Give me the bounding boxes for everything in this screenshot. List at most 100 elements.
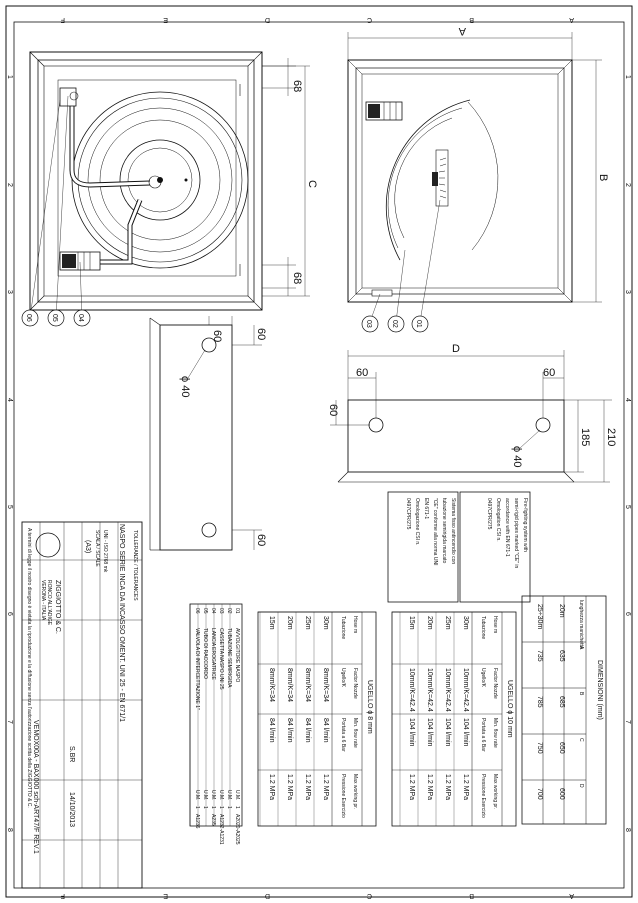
border-number-right: 2 xyxy=(624,183,631,187)
callout-02: 02 xyxy=(391,320,398,328)
dimensions-table-cell: 735 xyxy=(536,650,543,662)
ugello8-cell: 8mm/K=34 xyxy=(322,668,329,702)
dim-phi40-side: ϕ 40 xyxy=(179,376,191,397)
parts-cell: 04 xyxy=(210,608,216,614)
parts-cell: A1236 xyxy=(194,814,200,829)
dimensions-table-cell: 635 xyxy=(558,650,565,662)
parts-cell: CASSETTA NASPO UNI 25 xyxy=(218,628,224,690)
ugello8-cell: 8mm/K=34 xyxy=(304,668,311,702)
note-line-it: tubazione semirigida marcato xyxy=(441,498,447,564)
dim-60-side-right: 60 xyxy=(255,328,267,340)
parts-cell: U.M. xyxy=(202,790,208,801)
parts-cell: U.M. xyxy=(194,790,200,801)
note-line-en: accordance with EN 671-1 xyxy=(504,498,510,557)
norm-label: UNI - ISO 2768 mk xyxy=(102,530,108,573)
border-letter-bottom: E xyxy=(163,892,168,899)
dim-60-top-left: 60 xyxy=(356,367,368,379)
ugello10-cell: 10mm/K=42.4 xyxy=(426,668,433,712)
parts-cell: 03 xyxy=(218,608,224,614)
border-number-right: 8 xyxy=(624,828,631,832)
ugello10-cell: 1.2 MPa xyxy=(408,774,415,800)
note-line-en: 0497CPR/275 xyxy=(486,498,492,530)
ugello10-cell: 104 l/min xyxy=(408,718,415,747)
callout-03: 03 xyxy=(365,320,372,328)
callout-05: 05 xyxy=(51,314,58,322)
ugello8-header: Ugello/K xyxy=(340,668,346,688)
parts-cell: 1 xyxy=(234,806,240,809)
ugello8-cell: 1.2 MPa xyxy=(304,774,311,800)
ugello8-header: Pressione Esercizio xyxy=(340,774,346,818)
ugello8-header-en: Min. flow rate xyxy=(352,718,358,748)
border-letter-top: D xyxy=(265,16,270,23)
border-letter-top: E xyxy=(163,16,168,23)
ugello8-cell: 84 l/min xyxy=(286,718,293,743)
dimensions-table-cell: 685 xyxy=(558,696,565,708)
ugello10-title: UGELLO ϕ 10 mm xyxy=(506,680,513,738)
ugello8-cell: 15m xyxy=(268,616,275,630)
ugello10-header: Tubazione xyxy=(480,616,486,639)
dimensions-table-header: C xyxy=(578,738,584,742)
note-line-en: Fire-fighting system with xyxy=(522,498,528,552)
border-letter-top: C xyxy=(367,16,372,23)
ugello8-title: UGELLO ϕ 8 mm xyxy=(366,680,373,734)
parts-cell: A235 xyxy=(210,814,216,826)
parts-cell: U.M. xyxy=(234,790,240,801)
ugello10-cell: 10mm/K=42.4 xyxy=(408,668,415,712)
dimensions-table-header: D xyxy=(578,784,584,788)
dim-60-side-bottom: 60 xyxy=(255,534,267,546)
ugello8-header-en: Max working pr. xyxy=(352,774,358,809)
parts-cell: VALVOLA DI INTERCETTAZIONE 1" xyxy=(194,628,200,710)
dim-60-left: 60 xyxy=(327,404,339,416)
ugello10-cell: 15m xyxy=(408,616,415,630)
tolerances-label: TOLLERANZE / TOLERANCES xyxy=(132,530,138,601)
company-address-2: VERONA - ITALIA xyxy=(40,580,46,621)
ugello8-cell: 8mm/K=34 xyxy=(286,668,293,702)
border-letter-bottom: A xyxy=(569,892,574,899)
dimensions-table-cell: 20m xyxy=(558,604,565,618)
company-address-1: RONCO ALL'ADIGE xyxy=(46,580,52,626)
rear-view: A B xyxy=(347,25,609,303)
dimensions-table-header: A xyxy=(578,646,584,650)
ugello10-cell: 1.2 MPa xyxy=(426,774,433,800)
drawing-date: 14/10/2013 xyxy=(68,792,75,827)
dim-phi40-top: ϕ 40 xyxy=(511,446,523,467)
parts-cell: TUBO DI RACCORDO xyxy=(202,628,208,679)
border-letter-bottom: C xyxy=(367,892,372,899)
dim-60-side-top: 60 xyxy=(211,330,223,342)
ugello8-cell: 84 l/min xyxy=(268,718,275,743)
dimensions-table: DIMENSIONI (mm)lunghezza manichettaABCD2… xyxy=(521,595,607,825)
note-line-it: Sistema fisso antincendio con xyxy=(450,498,456,564)
dim-68-bottom: 68 xyxy=(291,272,303,284)
ugello8-cell: 20m xyxy=(286,616,293,630)
parts-cell: 1 xyxy=(210,806,216,809)
border-number-right: 3 xyxy=(624,290,631,294)
dimensions-table-cell: 750 xyxy=(536,742,543,754)
border-number-left: 6 xyxy=(6,612,13,616)
ugello10-cell: 10mm/K=42.4 xyxy=(444,668,451,712)
ugello8-cell: 25m xyxy=(304,616,311,630)
ugello8-cell: 84 l/min xyxy=(304,718,311,743)
note-line-it: Omologazione CSI n. xyxy=(414,498,420,546)
callout-04: 04 xyxy=(77,314,84,322)
ugello10-cell: 1.2 MPa xyxy=(462,774,469,800)
legal-disclaimer: A termini di legge il nostro disegno è v… xyxy=(26,528,32,808)
outer-frame xyxy=(5,5,633,898)
parts-cell: U.M. xyxy=(210,790,216,801)
inner-frame xyxy=(13,21,625,889)
border-number-right: 6 xyxy=(624,612,631,616)
border-number-left: 4 xyxy=(6,398,13,402)
ugello8-cell: 8mm/K=34 xyxy=(268,668,275,702)
ugello8-cell: 1.2 MPa xyxy=(268,774,275,800)
ugello8-cell: 1.2 MPa xyxy=(322,774,329,800)
parts-cell: 02 xyxy=(226,608,232,614)
parts-cell: A1232-A1231 xyxy=(218,814,224,845)
dim-D: D xyxy=(452,343,460,355)
dimensions-table-cell: 600 xyxy=(558,788,565,800)
ugello10-header: Portata a 6 Bar xyxy=(480,718,486,752)
dim-185: 185 xyxy=(579,428,591,446)
